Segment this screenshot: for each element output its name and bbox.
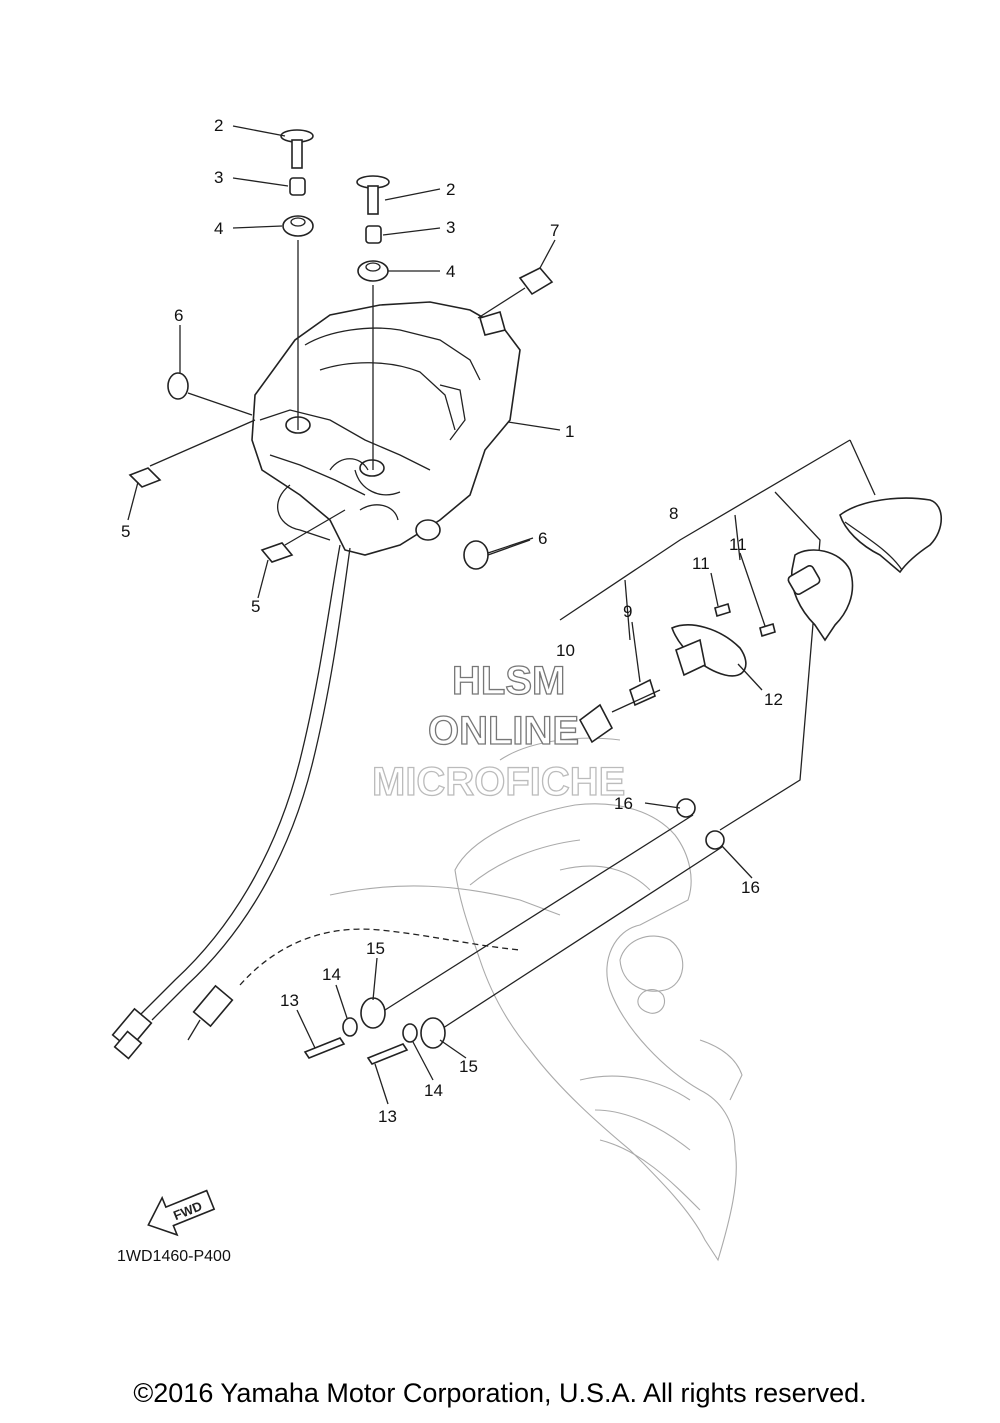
fasteners-top — [128, 129, 554, 570]
watermark: HLSM ONLINE MICROFICHE — [371, 658, 626, 804]
callout-16: 16 — [614, 794, 633, 813]
callout-11: 11 — [729, 535, 747, 554]
callout-6: 6 — [538, 529, 547, 548]
tail-light-bracket — [251, 301, 521, 556]
callout-labels: 2 3 4 2 3 4 7 6 1 5 6 5 8 11 11 9 10 12 … — [121, 116, 783, 1126]
callout-2: 2 — [214, 116, 223, 135]
fasteners-bottom — [303, 798, 725, 1065]
callout-13: 13 — [280, 991, 299, 1010]
callout-2: 2 — [446, 180, 455, 199]
callout-14: 14 — [424, 1081, 443, 1100]
callout-4: 4 — [446, 262, 455, 281]
callout-1: 1 — [565, 422, 574, 441]
callout-7: 7 — [550, 221, 559, 240]
callout-3: 3 — [446, 218, 455, 237]
callout-5: 5 — [121, 522, 130, 541]
callout-6: 6 — [174, 306, 183, 325]
callout-9: 9 — [623, 602, 632, 621]
callout-14: 14 — [322, 965, 341, 984]
watermark-line2: ONLINE — [428, 709, 579, 753]
leader-lines — [127, 125, 766, 1105]
watermark-line1: HLSM — [452, 659, 565, 703]
callout-4: 4 — [214, 219, 223, 238]
callout-15: 15 — [459, 1057, 478, 1076]
callout-11: 11 — [692, 554, 710, 573]
watermark-line3: MICROFICHE — [372, 760, 625, 804]
callout-16: 16 — [741, 878, 760, 897]
callout-13: 13 — [378, 1107, 397, 1126]
copyright-notice: ©2016 Yamaha Motor Corporation, U.S.A. A… — [133, 1378, 867, 1408]
fwd-arrow: FWD — [147, 1189, 216, 1237]
callout-10: 10 — [556, 641, 575, 660]
callout-5: 5 — [251, 597, 260, 616]
callout-8: 8 — [669, 504, 678, 523]
wire-harness — [111, 544, 521, 1060]
callout-12: 12 — [764, 690, 783, 709]
callout-15: 15 — [366, 939, 385, 958]
license-light-assembly — [559, 439, 943, 831]
diagram-code: 1WD1460-P400 — [117, 1248, 231, 1265]
callout-3: 3 — [214, 168, 223, 187]
rear-fender-outline — [329, 737, 743, 1262]
